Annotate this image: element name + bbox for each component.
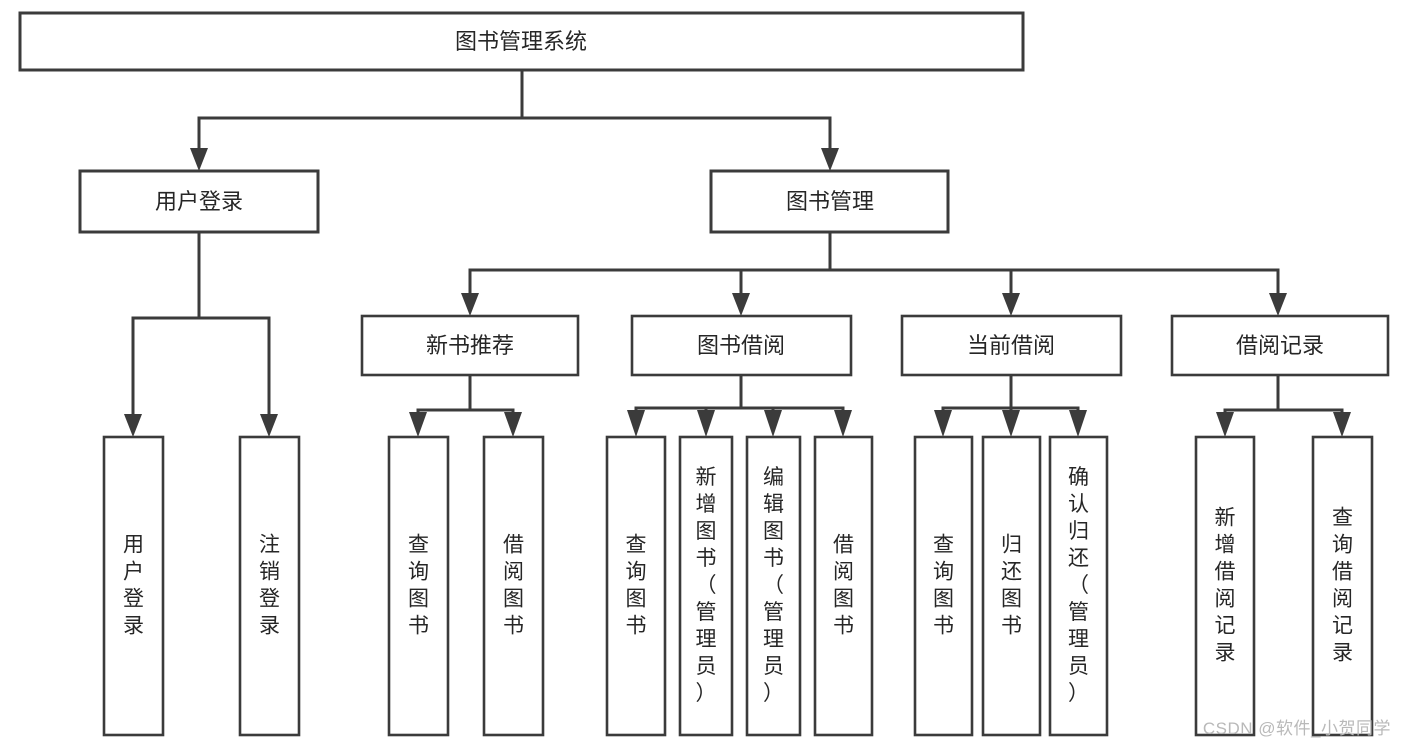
node-new-book-recommend[interactable]: 新书推荐 bbox=[360, 314, 580, 377]
node-user-login[interactable]: 用户登录 bbox=[78, 169, 320, 234]
node-book-borrow-rect[interactable] bbox=[630, 314, 853, 377]
node-borrow-record-label: 借阅记录 bbox=[1236, 333, 1324, 358]
node-borrow-record-rect[interactable] bbox=[1170, 314, 1390, 377]
node-leaf-add-borrow-record-label: 新增借阅记录 bbox=[1215, 506, 1236, 664]
leaf-node-layer: 用户登录 注销登录 查询图书 借阅图书 查询图书 新增图书（管理员） 编辑图书（管理员） 借阅… bbox=[102, 435, 1374, 737]
node-leaf-user-login-rect[interactable] bbox=[102, 435, 165, 737]
node-leaf-borrow-book-rec-label: 借阅图书 bbox=[503, 533, 524, 637]
node-leaf-borrow-book-rec[interactable]: 借阅图书 bbox=[482, 435, 545, 737]
node-leaf-query-book-current[interactable]: 查询图书 bbox=[913, 435, 974, 737]
node-leaf-query-borrow-record-label: 查询借阅记录 bbox=[1332, 506, 1353, 664]
arrow-to-leaf-add-book-admin bbox=[697, 410, 715, 437]
node-leaf-borrow-book-rect[interactable] bbox=[813, 435, 874, 737]
node-leaf-query-book-current-rect[interactable] bbox=[913, 435, 974, 737]
arrow-to-borrow-record bbox=[1269, 293, 1287, 316]
arrow-to-leaf-add-borrow-record bbox=[1216, 412, 1234, 437]
node-leaf-query-book-borrow[interactable]: 查询图书 bbox=[605, 435, 667, 737]
node-book-management-label: 图书管理 bbox=[786, 189, 874, 214]
node-new-book-recommend-label: 新书推荐 bbox=[426, 333, 514, 358]
arrow-to-book-management bbox=[821, 148, 839, 171]
node-leaf-confirm-return-admin[interactable]: 确认归还（管理员） bbox=[1048, 435, 1109, 737]
node-leaf-user-login[interactable]: 用户登录 bbox=[102, 435, 165, 737]
node-current-borrow-rect[interactable] bbox=[900, 314, 1123, 377]
arrow-to-book-borrow bbox=[732, 293, 750, 316]
node-current-borrow-label: 当前借阅 bbox=[967, 333, 1055, 358]
node-leaf-edit-book-admin[interactable]: 编辑图书（管理员） bbox=[745, 435, 802, 737]
node-leaf-borrow-book[interactable]: 借阅图书 bbox=[813, 435, 874, 737]
arrow-to-leaf-query-book-rec bbox=[409, 412, 427, 437]
node-leaf-query-borrow-record-rect[interactable] bbox=[1311, 435, 1374, 737]
node-leaf-logout-login-label: 注销登录 bbox=[259, 533, 280, 637]
arrow-to-user-login bbox=[190, 148, 208, 171]
node-leaf-return-book[interactable]: 归还图书 bbox=[981, 435, 1042, 737]
arrow-to-leaf-return-book bbox=[1002, 410, 1020, 437]
node-leaf-edit-book-admin-label: 编辑图书（管理员） bbox=[763, 466, 784, 705]
node-leaf-confirm-return-admin-label: 确认归还（管理员） bbox=[1068, 466, 1089, 705]
arrow-to-leaf-borrow-book-rec bbox=[504, 412, 522, 437]
arrow-to-current-borrow bbox=[1002, 293, 1020, 316]
node-leaf-add-book-admin-label: 新增图书（管理员） bbox=[696, 466, 717, 705]
arrow-to-leaf-confirm-return-admin bbox=[1069, 410, 1087, 437]
node-leaf-query-book-rec[interactable]: 查询图书 bbox=[387, 435, 450, 737]
node-borrow-record[interactable]: 借阅记录 bbox=[1170, 314, 1390, 377]
node-leaf-return-book-label: 归还图书 bbox=[1001, 533, 1022, 637]
node-leaf-confirm-return-admin-rect[interactable] bbox=[1048, 435, 1109, 737]
arrow-to-leaf-borrow-book bbox=[834, 410, 852, 437]
node-leaf-return-book-rect[interactable] bbox=[981, 435, 1042, 737]
node-book-management[interactable]: 图书管理 bbox=[709, 169, 950, 234]
node-book-borrow[interactable]: 图书借阅 bbox=[630, 314, 853, 377]
arrow-to-leaf-query-book-borrow bbox=[627, 410, 645, 437]
node-leaf-logout-login[interactable]: 注销登录 bbox=[238, 435, 301, 737]
node-current-borrow[interactable]: 当前借阅 bbox=[900, 314, 1123, 377]
node-leaf-add-borrow-record[interactable]: 新增借阅记录 bbox=[1194, 435, 1256, 737]
node-book-borrow-label: 图书借阅 bbox=[697, 333, 785, 358]
arrow-to-leaf-query-borrow-record bbox=[1333, 412, 1351, 437]
node-leaf-add-borrow-record-rect[interactable] bbox=[1194, 435, 1256, 737]
node-leaf-query-book-borrow-label: 查询图书 bbox=[626, 533, 647, 637]
node-leaf-query-book-rec-label: 查询图书 bbox=[408, 533, 429, 637]
node-book-management-rect[interactable] bbox=[709, 169, 950, 234]
node-layer: 图书管理系统 用户登录 图书管理 新书推荐 图书借阅 当前 bbox=[18, 11, 1390, 737]
node-root[interactable]: 图书管理系统 bbox=[18, 11, 1025, 72]
node-leaf-logout-login-rect[interactable] bbox=[238, 435, 301, 737]
node-root-label: 图书管理系统 bbox=[455, 29, 587, 54]
arrow-to-new-book-recommend bbox=[461, 293, 479, 316]
arrow-to-leaf-user-login bbox=[124, 414, 142, 437]
node-leaf-query-book-rec-rect[interactable] bbox=[387, 435, 450, 737]
node-leaf-borrow-book-rec-rect[interactable] bbox=[482, 435, 545, 737]
arrow-to-leaf-edit-book-admin bbox=[764, 410, 782, 437]
node-root-rect[interactable] bbox=[18, 11, 1025, 72]
node-leaf-query-book-current-label: 查询图书 bbox=[933, 533, 954, 637]
node-leaf-query-borrow-record[interactable]: 查询借阅记录 bbox=[1311, 435, 1374, 737]
edge-layer bbox=[124, 68, 1351, 437]
node-leaf-user-login-label: 用户登录 bbox=[123, 533, 144, 637]
arrow-to-leaf-logout-login bbox=[260, 414, 278, 437]
node-leaf-edit-book-admin-rect[interactable] bbox=[745, 435, 802, 737]
node-user-login-rect[interactable] bbox=[78, 169, 320, 234]
node-leaf-query-book-borrow-rect[interactable] bbox=[605, 435, 667, 737]
node-leaf-add-book-admin[interactable]: 新增图书（管理员） bbox=[678, 435, 734, 737]
node-leaf-add-book-admin-rect[interactable] bbox=[678, 435, 734, 737]
node-new-book-recommend-rect[interactable] bbox=[360, 314, 580, 377]
node-leaf-borrow-book-label: 借阅图书 bbox=[833, 533, 854, 637]
arrow-to-leaf-query-book-current bbox=[934, 410, 952, 437]
node-user-login-label: 用户登录 bbox=[155, 189, 243, 214]
